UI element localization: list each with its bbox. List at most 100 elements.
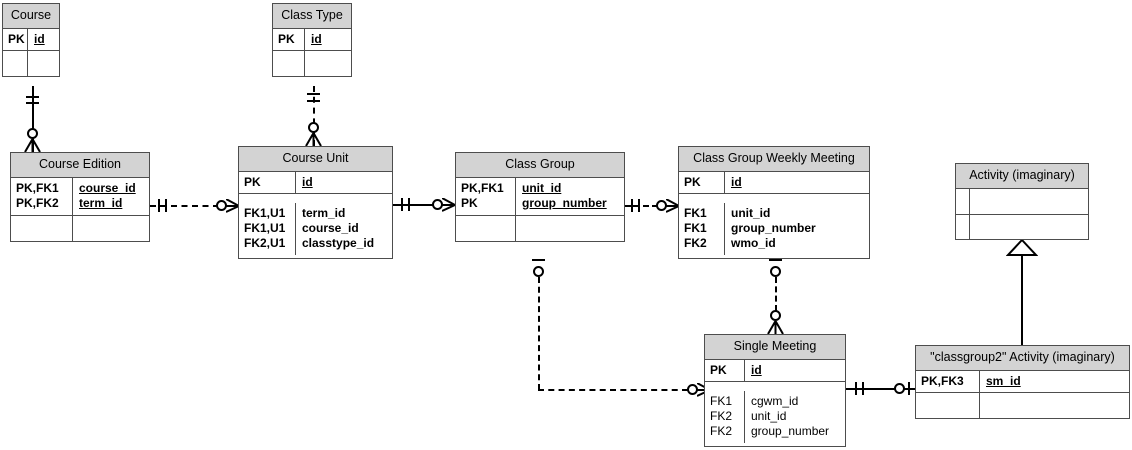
key-course-id: FK1,U1 bbox=[244, 220, 286, 235]
rel-classgroup-singlemeeting-vline bbox=[538, 277, 540, 390]
rel-classtype-courseunit-tick-2 bbox=[307, 100, 320, 102]
entity-activity-attr-field bbox=[970, 215, 1088, 239]
entity-course-edition-body: PK,FK1 PK,FK2 course_id term_id bbox=[11, 177, 149, 241]
entity-course-body: PK id bbox=[3, 28, 59, 76]
entity-class-group-pk-keys: PK,FK1 PK bbox=[456, 177, 516, 215]
entity-course-edition-pk-section: PK,FK1 PK,FK2 course_id term_id bbox=[11, 177, 149, 215]
field-unit-id: unit_id bbox=[751, 408, 787, 423]
rel-classgroup-singlemeeting-zero-circle bbox=[533, 266, 544, 277]
rel-courseedition-courseunit-tick-1 bbox=[158, 199, 160, 212]
rel-singlemeeting-classgroup2-zero-circle bbox=[894, 383, 905, 394]
entity-course-unit-attr-fields: term_id course_id classtype_id bbox=[296, 203, 392, 255]
entity-single-meeting-title: Single Meeting bbox=[705, 335, 845, 360]
entity-classgroup2-activity-imaginary[interactable]: "classgroup2" Activity (imaginary) PK,FK… bbox=[915, 345, 1130, 419]
entity-course-attr-section bbox=[3, 49, 59, 76]
entity-single-meeting[interactable]: Single Meeting PK id FK1 FK2 FK2 cgwm_id… bbox=[704, 334, 846, 447]
entity-class-type-pk-section: PK id bbox=[273, 28, 351, 50]
field-group-number: group_number bbox=[731, 220, 816, 235]
rel-courseedition-courseunit-tick-bar bbox=[158, 205, 167, 207]
entity-course-pk-key: PK bbox=[3, 28, 28, 50]
rel-singlemeeting-classgroup2-one-tick bbox=[908, 382, 910, 395]
field-course-id: course_id bbox=[302, 220, 359, 235]
entity-classgroup2-title: "classgroup2" Activity (imaginary) bbox=[916, 346, 1129, 371]
entity-single-meeting-body: PK id FK1 FK2 FK2 cgwm_id unit_id group_… bbox=[705, 359, 845, 446]
entity-cgwm-title: Class Group Weekly Meeting bbox=[679, 147, 869, 172]
entity-course-edition-title: Course Edition bbox=[11, 153, 149, 178]
rel-classgroup-cgwm-tick-bar bbox=[631, 205, 640, 207]
rel-course-course-edition-crowsfoot-icon bbox=[22, 139, 43, 153]
entity-activity-pk-field bbox=[970, 189, 1088, 214]
rel-courseedition-courseunit-tick-2 bbox=[165, 199, 167, 212]
entity-cgwm-pk-field: id bbox=[731, 174, 742, 189]
key-term-id: PK,FK2 bbox=[16, 195, 59, 210]
key-term-id: FK1,U1 bbox=[244, 205, 286, 220]
entity-class-group-attr-key bbox=[456, 215, 516, 241]
entity-activity-pk-key bbox=[956, 188, 970, 214]
entity-activity-title: Activity (imaginary) bbox=[956, 164, 1088, 189]
rel-inheritance-triangle-icon bbox=[1006, 239, 1038, 257]
entity-cgwm-attr-keys: FK1 FK1 FK2 bbox=[679, 202, 725, 255]
entity-course-edition[interactable]: Course Edition PK,FK1 PK,FK2 course_id t… bbox=[10, 152, 150, 242]
field-term-id: term_id bbox=[79, 195, 123, 210]
entity-course-unit[interactable]: Course Unit PK id FK1,U1 FK1,U1 FK2,U1 t… bbox=[238, 146, 393, 259]
key-group-number: FK2 bbox=[710, 423, 733, 438]
entity-class-group-pk-section: PK,FK1 PK unit_id group_number bbox=[456, 177, 624, 215]
field-group-number: group_number bbox=[522, 195, 607, 210]
rel-course-course-edition-line bbox=[32, 86, 34, 152]
key-group-number: FK1 bbox=[684, 220, 707, 235]
rel-classgroup-singlemeeting-hline bbox=[538, 389, 688, 391]
rel-classgroup-cgwm-crowsfoot-icon bbox=[666, 199, 680, 213]
rel-courseedition-courseunit-line bbox=[150, 205, 219, 207]
rel-classtype-courseunit-tick-1 bbox=[307, 93, 320, 95]
rel-inheritance-line bbox=[1021, 253, 1023, 345]
entity-single-meeting-pk-section: PK id bbox=[705, 359, 845, 381]
rel-classgroup-singlemeeting-tick bbox=[532, 259, 545, 261]
entity-course-unit-attr-section: FK1,U1 FK1,U1 FK2,U1 term_id course_id c… bbox=[239, 192, 392, 258]
entity-class-type-pk-field: id bbox=[311, 31, 322, 46]
entity-class-group[interactable]: Class Group PK,FK1 PK unit_id group_numb… bbox=[455, 152, 625, 242]
entity-activity-imaginary[interactable]: Activity (imaginary) bbox=[955, 163, 1089, 240]
entity-activity-pk-section bbox=[956, 188, 1088, 214]
key-unit-id: FK2 bbox=[710, 408, 733, 423]
entity-classgroup2-attr-key bbox=[916, 392, 980, 418]
key-course-id: PK,FK1 bbox=[16, 180, 59, 195]
field-unit-id: unit_id bbox=[731, 205, 771, 220]
entity-course-unit-body: PK id FK1,U1 FK1,U1 FK2,U1 term_id cours… bbox=[239, 171, 392, 258]
entity-course-attr-key bbox=[3, 50, 28, 76]
rel-cgwm-singlemeeting-zero-circle bbox=[770, 266, 781, 277]
key-cgwm-id: FK1 bbox=[710, 393, 733, 408]
key-classtype-id: FK2,U1 bbox=[244, 235, 286, 250]
field-term-id: term_id bbox=[302, 205, 346, 220]
entity-single-meeting-pk-field: id bbox=[751, 362, 762, 377]
entity-course-title: Course bbox=[3, 4, 59, 29]
entity-course[interactable]: Course PK id bbox=[2, 3, 60, 77]
entity-class-group-body: PK,FK1 PK unit_id group_number bbox=[456, 177, 624, 241]
entity-class-type-attr-section bbox=[273, 49, 351, 76]
entity-cgwm-pk-key: PK bbox=[679, 171, 725, 193]
entity-cgwm-attr-section: FK1 FK1 FK2 unit_id group_number wmo_id bbox=[679, 192, 869, 258]
entity-single-meeting-pk-key: PK bbox=[705, 359, 745, 381]
entity-class-type-pk-key: PK bbox=[273, 28, 305, 50]
rel-cgwm-singlemeeting-target-circle bbox=[770, 310, 781, 321]
entity-class-group-attr-section bbox=[456, 214, 624, 241]
entity-cgwm-attr-fields: unit_id group_number wmo_id bbox=[725, 203, 869, 255]
entity-cgwm-pk-section: PK id bbox=[679, 171, 869, 193]
entity-classgroup2-pk-section: PK,FK3 sm_id bbox=[916, 370, 1129, 392]
entity-course-unit-pk-key: PK bbox=[239, 171, 296, 193]
entity-classgroup2-pk-field: sm_id bbox=[986, 373, 1021, 388]
entity-course-unit-pk-field: id bbox=[302, 174, 313, 189]
rel-singlemeeting-classgroup2-tick-1 bbox=[855, 382, 857, 395]
rel-courseunit-classgroup-crowsfoot-icon bbox=[442, 198, 456, 212]
entity-classgroup2-body: PK,FK3 sm_id bbox=[916, 370, 1129, 418]
rel-courseedition-courseunit-crowsfoot-icon bbox=[226, 199, 240, 213]
key-unit-id: PK,FK1 bbox=[461, 180, 504, 195]
rel-course-course-edition-zero-circle bbox=[27, 128, 38, 139]
entity-single-meeting-attr-fields: cgwm_id unit_id group_number bbox=[745, 391, 845, 443]
entity-class-group-weekly-meeting[interactable]: Class Group Weekly Meeting PK id FK1 FK1… bbox=[678, 146, 870, 259]
rel-courseunit-classgroup-line bbox=[393, 204, 435, 206]
rel-classgroup-cgwm-tick-1 bbox=[631, 199, 633, 212]
entity-class-type[interactable]: Class Type PK id bbox=[272, 3, 352, 77]
rel-classtype-courseunit-crowsfoot-icon bbox=[303, 133, 324, 147]
rel-cgwm-singlemeeting-line bbox=[775, 277, 777, 311]
